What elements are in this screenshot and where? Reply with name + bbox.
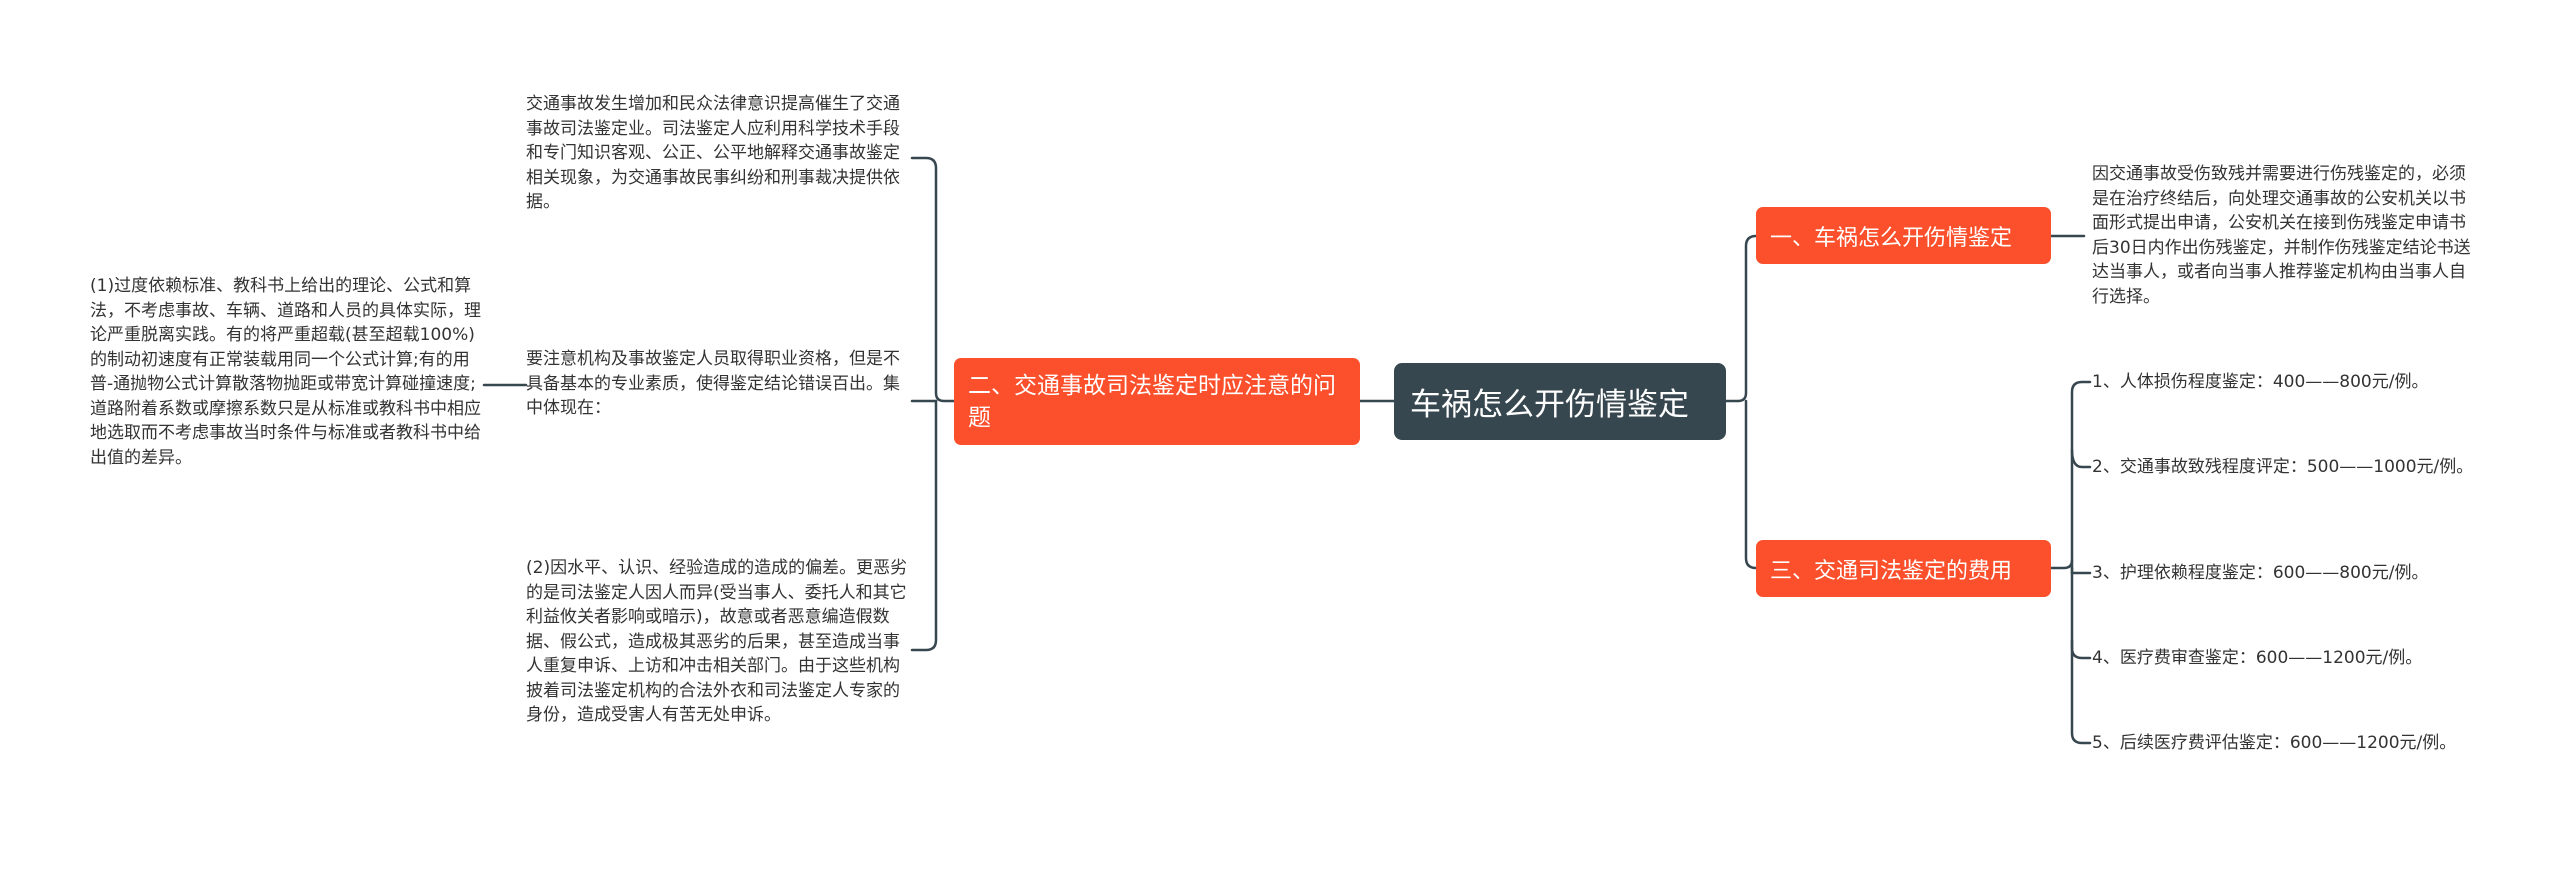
edge-b3-fee5 bbox=[2070, 638, 2092, 745]
branch-appraisal-fees[interactable]: 三、交通司法鉴定的费用 bbox=[1756, 540, 2051, 597]
fee-item: 2、交通事故致残程度评定：500——1000元/例。 bbox=[2092, 457, 2474, 477]
edge-b2-leaf3 bbox=[910, 399, 938, 652]
leaf-issue-overreliance: (1)过度依赖标准、教科书上给出的理论、公式和算法，不考虑事故、车辆、道路和人员… bbox=[90, 276, 481, 468]
branch-label: 三、交通司法鉴定的费用 bbox=[1770, 558, 2013, 584]
root-title: 车祸怎么开伤情鉴定 bbox=[1410, 387, 1689, 423]
branch-label: 二、交通事故司法鉴定时应注意的问题 bbox=[968, 372, 1336, 431]
leaf-injury-appraisal-process: 因交通事故受伤致残并需要进行伤残鉴定的，必须是在治疗终结后，向处理交通事故的公安… bbox=[2092, 164, 2471, 307]
fee-item: 5、后续医疗费评估鉴定：600——1200元/例。 bbox=[2092, 733, 2457, 753]
edge-b3-fee4 bbox=[2070, 566, 2092, 660]
edge-b2-leaf1 bbox=[910, 156, 956, 403]
branch-appraisal-issues[interactable]: 二、交通事故司法鉴定时应注意的问题 bbox=[954, 358, 1360, 445]
root-topic[interactable]: 车祸怎么开伤情鉴定 bbox=[1394, 363, 1726, 440]
leaf-issue-bias: (2)因水平、认识、经验造成的造成的偏差。更恶劣的是司法鉴定人因人而异(受当事人… bbox=[526, 558, 908, 725]
edge-b3-fee1 bbox=[2049, 380, 2092, 570]
leaf-issue-background: 交通事故发生增加和民众法律意识提高催生了交通事故司法鉴定业。司法鉴定人应利用科学… bbox=[526, 94, 900, 212]
edge-b3-fee2 bbox=[2070, 448, 2092, 469]
leaf-issue-qualification: 要注意机构及事故鉴定人员取得职业资格，但是不具备基本的专业素质，使得鉴定结论错误… bbox=[526, 349, 900, 418]
branch-injury-appraisal[interactable]: 一、车祸怎么开伤情鉴定 bbox=[1756, 207, 2051, 264]
edge-b3-fee3 bbox=[2070, 558, 2092, 575]
edge-root-b1 bbox=[1724, 234, 1758, 403]
fee-item: 3、护理依赖程度鉴定：600——800元/例。 bbox=[2092, 563, 2429, 583]
fee-item: 4、医疗费审查鉴定：600——1200元/例。 bbox=[2092, 648, 2423, 668]
branch-label: 一、车祸怎么开伤情鉴定 bbox=[1770, 225, 2013, 251]
fee-item: 1、人体损伤程度鉴定：400——800元/例。 bbox=[2092, 372, 2429, 392]
edge-root-b3 bbox=[1744, 399, 1758, 570]
